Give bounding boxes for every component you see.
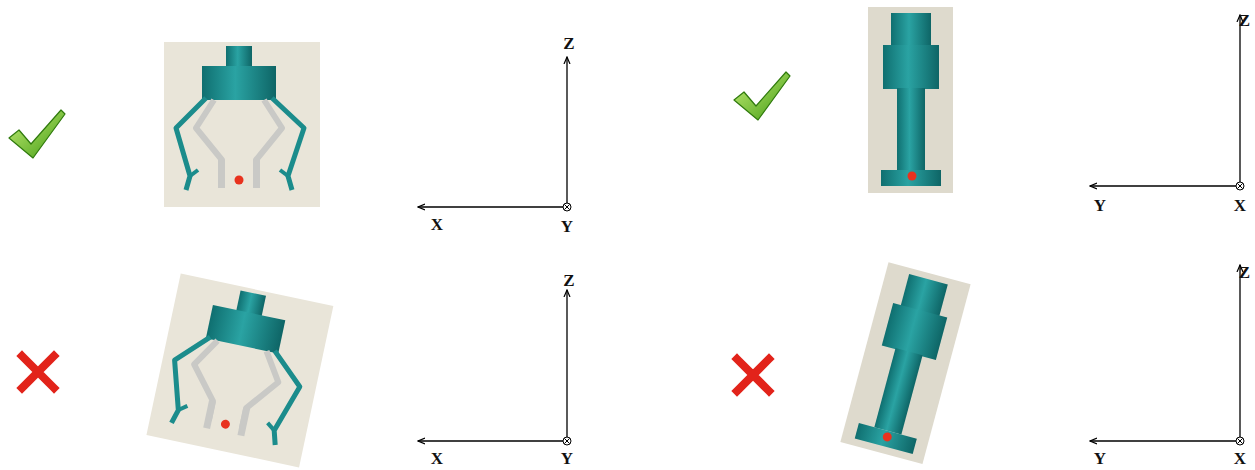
axis-label: X [431, 450, 443, 467]
axis-label: Y [1094, 450, 1106, 467]
axis-label: X [1234, 450, 1246, 467]
axis-label: Z [563, 272, 574, 289]
gripper-side-tilted [840, 262, 970, 464]
axis-label: Z [1239, 264, 1250, 281]
axis-label: X [431, 216, 443, 233]
axis-label: Y [561, 218, 573, 235]
axis-into-page [1236, 437, 1244, 445]
gripper-front [164, 42, 320, 207]
axis-label: Y [561, 450, 573, 467]
axis-label: X [1234, 197, 1246, 214]
cross-mark [737, 359, 769, 391]
cross-mark [22, 356, 54, 388]
check-mark [734, 72, 790, 120]
axis-label: Z [1239, 12, 1250, 29]
check-mark [9, 110, 65, 158]
gripper-front-tilted [146, 274, 333, 468]
axes [418, 15, 1240, 441]
axis-into-page [563, 203, 571, 211]
axis-label: Y [1094, 197, 1106, 214]
axis-into-page [563, 437, 571, 445]
gripper-side [868, 7, 953, 193]
axis-into-page [1236, 182, 1244, 190]
axis-label: Z [563, 35, 574, 52]
